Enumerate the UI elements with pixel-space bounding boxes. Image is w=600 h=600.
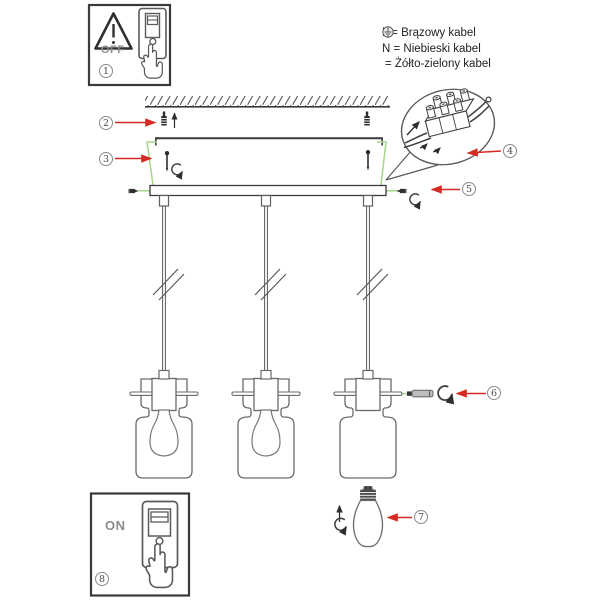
cable-gland <box>158 194 170 207</box>
mounting-bracket <box>155 137 384 146</box>
rotation-arrow-icon <box>410 194 420 205</box>
legend-line-ground: = Żółto-zielony kabel <box>382 26 491 73</box>
warning-icon <box>94 12 133 50</box>
step-2-badge: 2 <box>99 116 113 130</box>
legend-line-l: L = Brązowy kabel <box>382 26 491 42</box>
rotation-arrow-icon <box>335 518 346 530</box>
wire-ring-terminal <box>485 96 492 103</box>
wires <box>403 100 490 149</box>
switch-off-label: OFF <box>101 44 125 56</box>
cable-gland <box>362 194 374 207</box>
legend-line-n: N = Niebieski kabel <box>382 42 491 58</box>
ceiling-plate <box>149 184 387 207</box>
light-switch-icon <box>141 500 179 569</box>
pendant-lamp-middle <box>231 369 301 479</box>
step-4-badge: 4 <box>503 144 517 158</box>
terminal-block-icon <box>424 88 475 138</box>
canopy-guide-lines <box>138 141 412 395</box>
step-1-badge: 1 <box>99 64 113 78</box>
legend-line-l-text: L = Brązowy kabel <box>382 27 476 39</box>
pendant-lamp-right <box>333 369 403 479</box>
legend-line-ground-text: = Żółto-zielony kabel <box>385 58 491 70</box>
cable-break-marks <box>152 268 389 301</box>
step-8-badge: 8 <box>95 572 109 586</box>
callout-arrows <box>115 118 502 522</box>
shade-screw <box>407 385 453 402</box>
switch-on-label: ON <box>105 518 126 533</box>
spare-bulb <box>335 486 384 548</box>
step-5-badge: 5 <box>462 182 476 196</box>
step-3-badge: 3 <box>99 152 113 166</box>
step-6-badge: 6 <box>487 386 501 400</box>
cable-gland <box>260 194 272 207</box>
step-7-badge: 7 <box>414 510 428 524</box>
step4-arrow <box>466 148 502 157</box>
wiring-legend: L = Brązowy kabel N = Niebieski kabel = … <box>382 26 491 73</box>
canopy-screws <box>164 149 372 175</box>
pendant-lamp-left <box>129 369 199 479</box>
terminal-block-detail <box>385 88 496 181</box>
expansion-screws <box>160 111 371 128</box>
ceiling-hatch <box>145 96 390 108</box>
rotation-arrow-icon <box>172 164 182 175</box>
suspension-cables <box>162 206 370 371</box>
insert-arrow-icon <box>406 120 420 136</box>
rotation-arrow-icon <box>437 385 453 402</box>
legend-line-n-text: N = Niebieski kabel <box>382 42 481 55</box>
